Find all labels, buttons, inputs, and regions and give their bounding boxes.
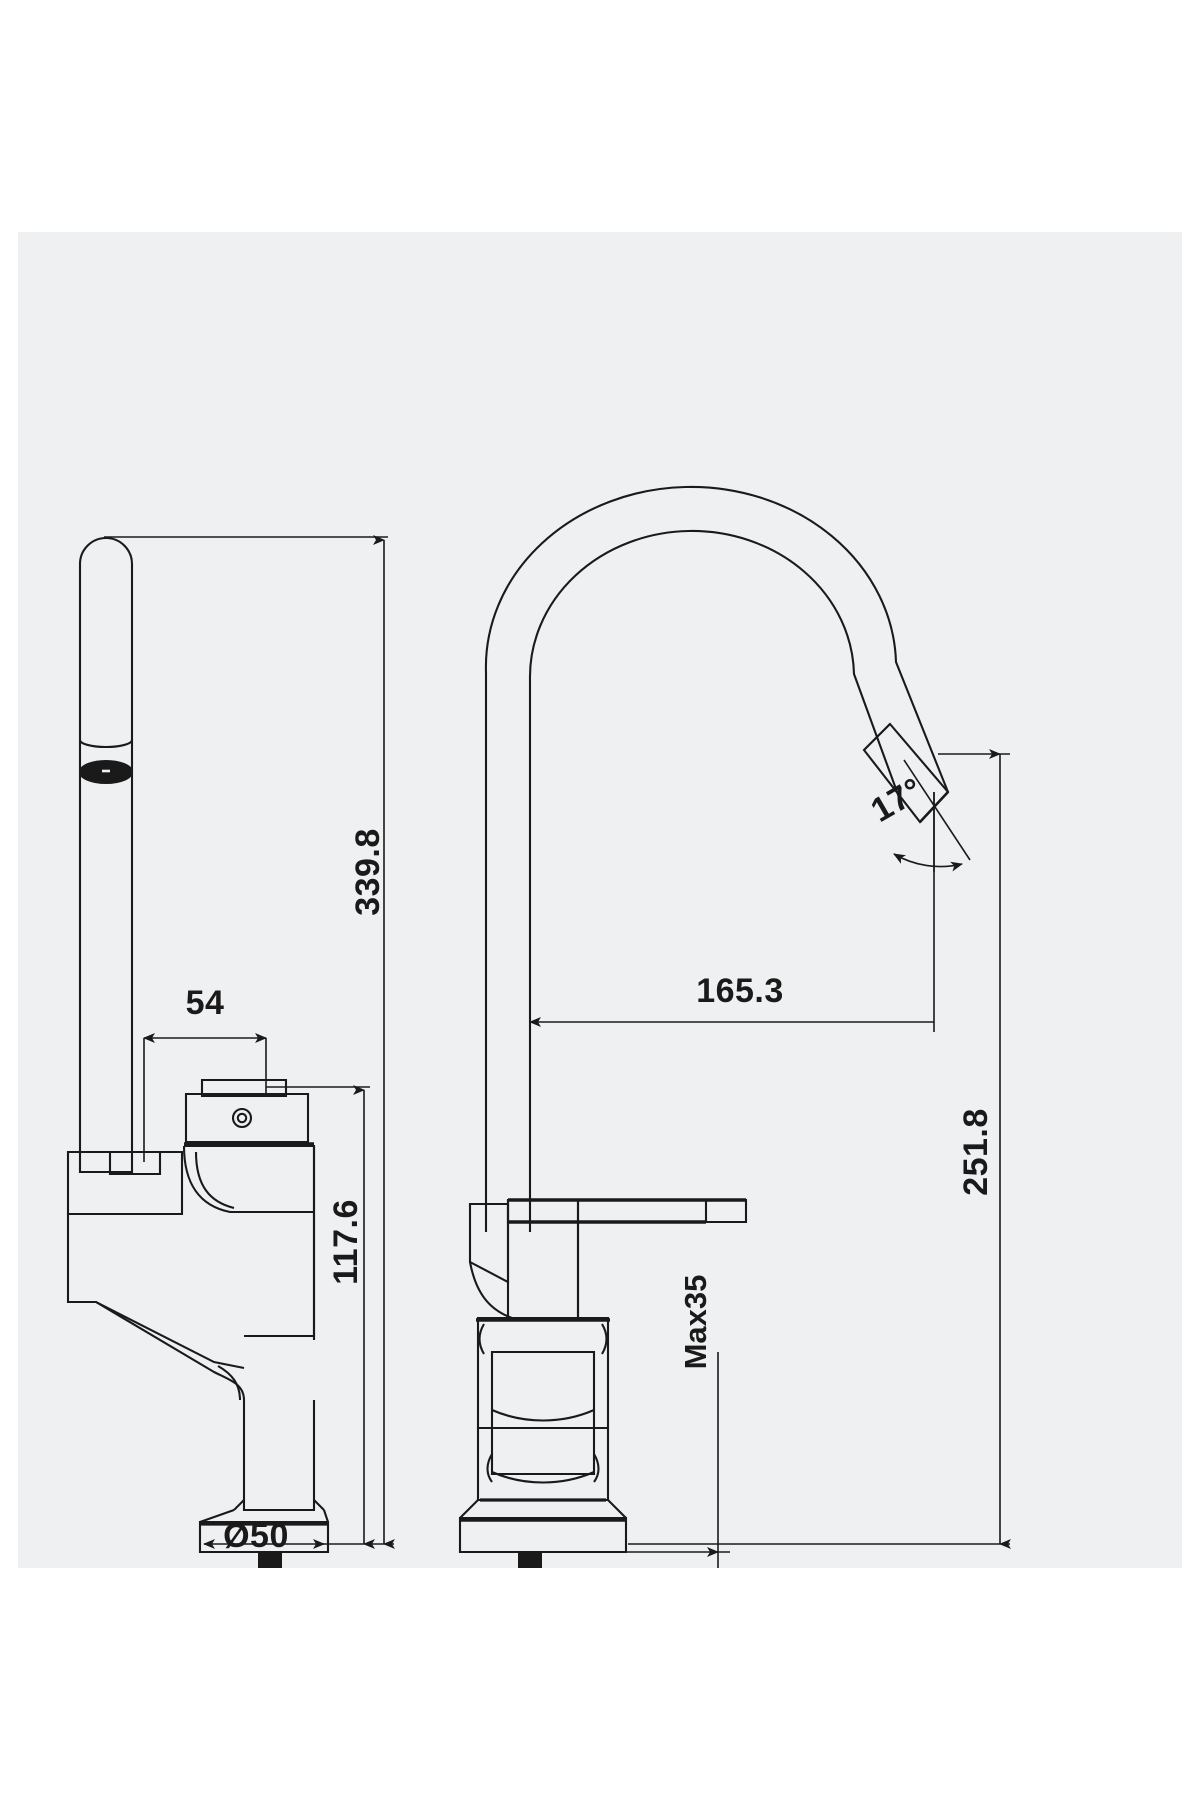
dim-label-max-deck-thickness: Max35 — [678, 1275, 713, 1370]
dimension-lines — [104, 535, 1011, 1568]
front-handle-lever — [506, 1198, 748, 1224]
front-spout-tip-seam — [863, 723, 891, 751]
side-body-outline — [184, 1144, 316, 1338]
front-cartridge-inner-box — [490, 1350, 596, 1476]
side-spout-base-notch — [108, 1152, 162, 1176]
front-handle-cam-curve — [468, 1261, 513, 1319]
dim-label-spout-height: 251.8 — [957, 1108, 995, 1196]
side-spout-arm-tip-curve — [217, 1365, 242, 1401]
side-base-taper — [199, 1509, 329, 1523]
front-cartridge-foot-r — [593, 1453, 600, 1483]
dim-label-overall-height: 339.8 — [349, 828, 387, 916]
side-base-flange — [198, 1520, 330, 1554]
side-spout-arm-inner — [95, 1301, 246, 1401]
front-cartridge-shoulder-r — [601, 1323, 608, 1355]
front-body-skirt — [476, 1428, 610, 1502]
drawing-canvas: 339.8 54 117.6 Ø50 165.3 251.8 Max35 17° — [18, 232, 1182, 1568]
side-body-neck-curve2 — [194, 1151, 235, 1210]
side-spout-base-block — [66, 1150, 184, 1216]
dim-17deg-arc — [893, 853, 963, 872]
side-body-bottom-bevel — [233, 1499, 325, 1511]
side-handle-screw-inner — [236, 1112, 248, 1124]
dim-label-base-diameter: Ø50 — [223, 1517, 289, 1555]
front-cartridge-inner-arc2 — [491, 1471, 595, 1484]
side-handle-block — [184, 1092, 310, 1144]
side-spout-column — [78, 536, 134, 1174]
front-view-group — [458, 485, 950, 1568]
front-cartridge-inner-arc — [491, 1409, 595, 1422]
dim-label-spout-offset: 54 — [186, 984, 225, 1022]
side-body-neck-curve — [182, 1145, 314, 1214]
side-handle-screw-outer — [231, 1107, 253, 1129]
side-aerator-ring-top — [78, 739, 134, 749]
front-cartridge-foot-l — [486, 1453, 493, 1483]
technical-drawing-svg: 339.8 54 117.6 Ø50 165.3 251.8 Max35 17° — [66, 485, 1011, 1568]
dimension-text-group: 339.8 54 117.6 Ø50 165.3 251.8 Max35 17° — [186, 771, 995, 1555]
front-cartridge-neck — [506, 1200, 580, 1320]
side-threaded-shank — [258, 1552, 282, 1568]
side-view-group — [66, 536, 330, 1568]
front-threaded-shank — [518, 1552, 542, 1568]
side-spout-arm — [66, 1214, 245, 1370]
dim-label-body-height: 117.6 — [327, 1199, 365, 1285]
front-gooseneck-inner — [528, 529, 901, 1232]
front-base-flange — [458, 1516, 628, 1554]
dim-17deg-ref-axis — [903, 759, 971, 861]
side-handle-block-cap — [200, 1078, 288, 1098]
front-base-taper — [459, 1499, 627, 1519]
front-cartridge-shoulder-l — [478, 1323, 485, 1355]
front-gooseneck-outer — [484, 485, 949, 1232]
side-body-skirt — [242, 1400, 316, 1512]
dim-label-spout-reach: 165.3 — [696, 972, 784, 1010]
front-handle-cam — [468, 1202, 510, 1284]
